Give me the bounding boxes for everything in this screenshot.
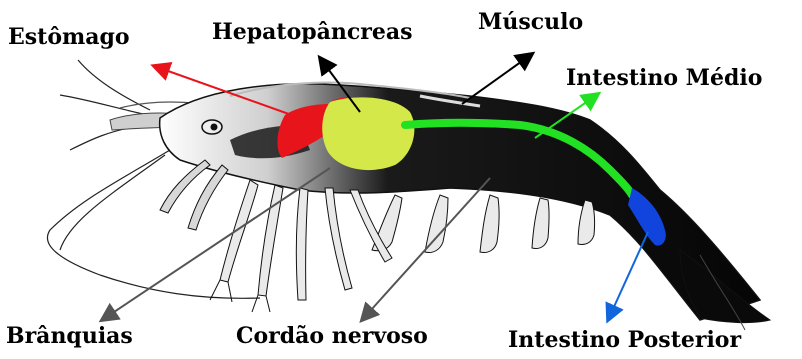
label-musculo: Músculo bbox=[478, 11, 583, 33]
arrow-intestino-posterior bbox=[608, 232, 648, 320]
walking-legs bbox=[220, 180, 392, 300]
label-hepatopancreas: Hepatopâncreas bbox=[212, 21, 413, 43]
label-cordao-nervoso: Cordão nervoso bbox=[236, 325, 428, 347]
pleopods bbox=[372, 195, 595, 253]
label-estomago: Estômago bbox=[8, 26, 130, 48]
label-intestino-medio: Intestino Médio bbox=[566, 67, 762, 89]
label-intestino-posterior: Intestino Posterior bbox=[508, 329, 741, 351]
label-branquias: Brânquias bbox=[6, 325, 133, 347]
hepatopancreas-organ bbox=[322, 97, 414, 170]
arrow-musculo bbox=[462, 54, 532, 104]
